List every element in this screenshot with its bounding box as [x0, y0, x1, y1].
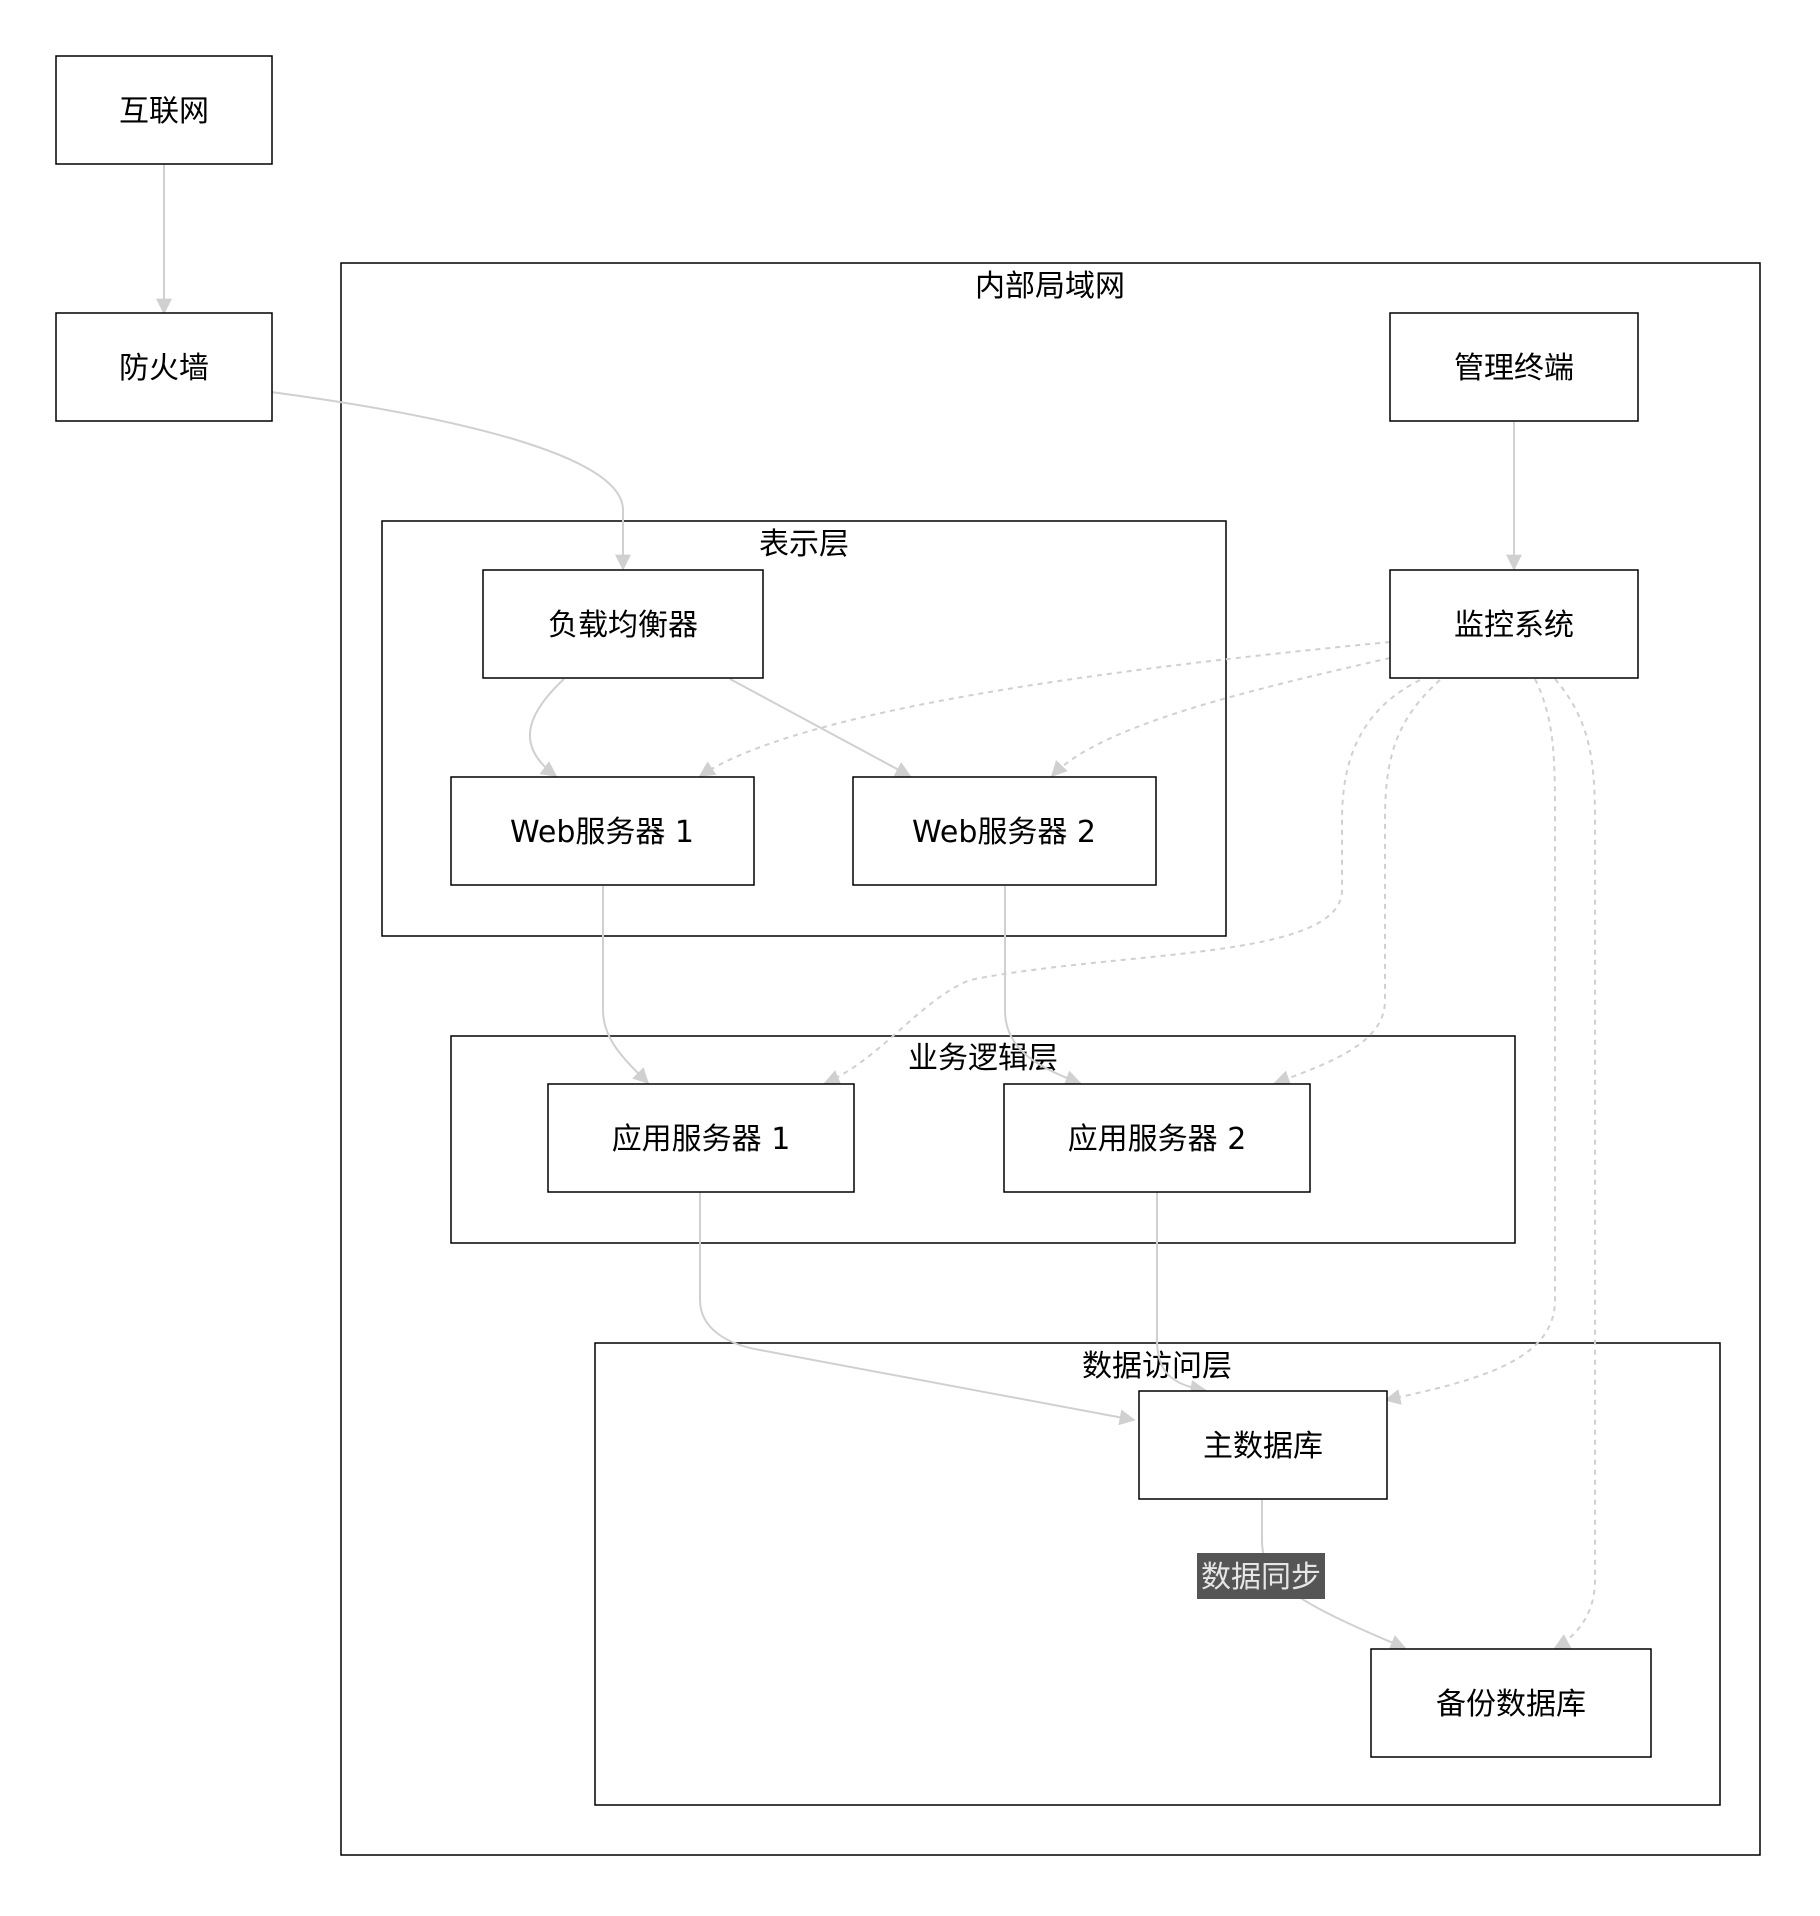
- group-business-label: 业务逻辑层: [908, 1041, 1058, 1076]
- node-web2[interactable]: Web服务器 2: [852, 776, 1157, 886]
- edge-monitor-web2: [1050, 657, 1391, 778]
- edge-app1-dbmain: [699, 1192, 1136, 1426]
- node-monitor-label: 监控系统: [1454, 608, 1574, 643]
- edge-monitor-dbbackup: [1553, 678, 1596, 1649]
- edge-web1-app1: [602, 886, 650, 1085]
- group-lan-label: 内部局域网: [975, 269, 1125, 304]
- group-presentation-label: 表示层: [759, 527, 849, 562]
- group-presentation: 表示层: [381, 520, 1227, 937]
- node-app2[interactable]: 应用服务器 2: [1003, 1083, 1311, 1193]
- node-app1[interactable]: 应用服务器 1: [547, 1083, 855, 1193]
- node-web1-label: Web服务器 1: [510, 815, 694, 850]
- node-monitor[interactable]: 监控系统: [1389, 569, 1639, 679]
- edge-monitor-app2: [1273, 679, 1441, 1086]
- edge-monitor-dbmain: [1384, 678, 1556, 1405]
- group-data-label: 数据访问层: [1082, 1349, 1232, 1384]
- node-firewall[interactable]: 防火墙: [55, 312, 273, 422]
- edge-lb-web1: [529, 678, 565, 777]
- edge-app2-dbmain: [1156, 1192, 1207, 1396]
- node-db-main-label: 主数据库: [1203, 1429, 1323, 1464]
- edge-label-data-sync-text: 数据同步: [1201, 1560, 1321, 1595]
- edge-label-data-sync: 数据同步: [1197, 1553, 1325, 1599]
- node-internet[interactable]: 互联网: [55, 55, 273, 165]
- node-db-backup[interactable]: 备份数据库: [1370, 1648, 1652, 1758]
- edge-firewall-lb: [270, 391, 631, 571]
- node-internet-label: 互联网: [119, 94, 209, 129]
- node-app2-label: 应用服务器 2: [1068, 1122, 1247, 1157]
- edge-monitor-app1: [823, 679, 1421, 1085]
- edge-web2-app2: [1004, 886, 1082, 1086]
- node-firewall-label: 防火墙: [119, 351, 209, 386]
- node-db-backup-label: 备份数据库: [1436, 1687, 1586, 1722]
- edge-lb-web2: [729, 678, 912, 777]
- edge-monitor-web1: [698, 641, 1391, 777]
- node-web2-label: Web服务器 2: [912, 815, 1096, 850]
- group-lan: 内部局域网: [340, 262, 1761, 1856]
- node-admin-label: 管理终端: [1454, 351, 1574, 386]
- node-app1-label: 应用服务器 1: [612, 1122, 791, 1157]
- node-db-main[interactable]: 主数据库: [1138, 1390, 1388, 1500]
- node-admin[interactable]: 管理终端: [1389, 312, 1639, 422]
- node-lb-label: 负载均衡器: [548, 608, 698, 643]
- node-lb[interactable]: 负载均衡器: [482, 569, 764, 679]
- group-business: 业务逻辑层: [450, 1035, 1516, 1244]
- edges: [156, 164, 1596, 1650]
- node-web1[interactable]: Web服务器 1: [450, 776, 755, 886]
